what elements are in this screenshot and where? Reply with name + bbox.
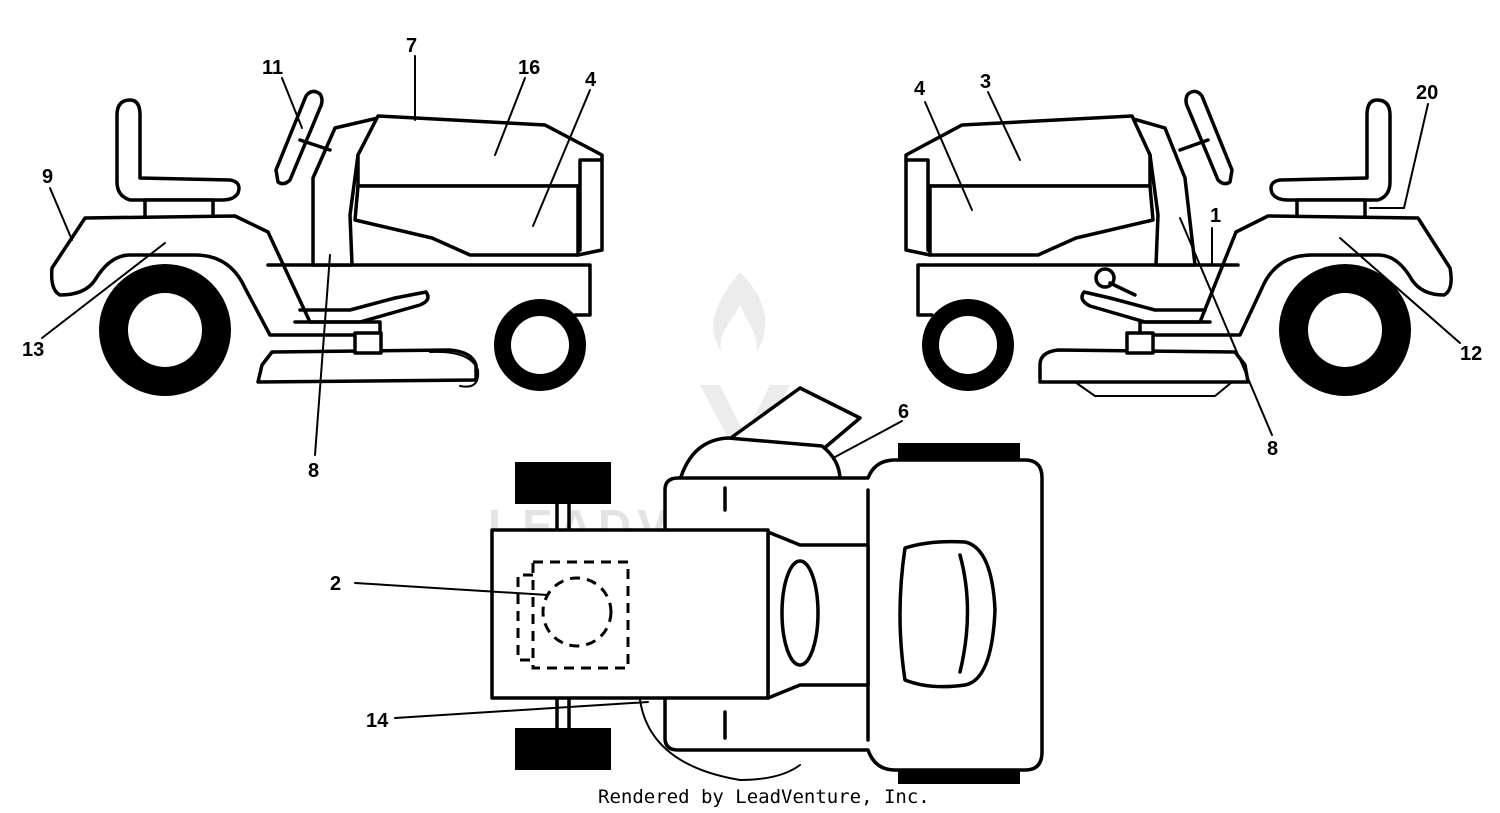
leader-20 (1369, 103, 1429, 209)
hood-top (490, 528, 770, 700)
lift-lever (1108, 281, 1137, 297)
top-view (490, 386, 1044, 784)
steering-wheel-right (1184, 89, 1234, 186)
leader-9 (49, 187, 73, 241)
frame-right (916, 263, 1240, 317)
watermark-v-icon (700, 385, 790, 470)
callout-7: 7 (406, 35, 417, 57)
front-tire-top-upper (515, 462, 611, 504)
deck-hanger-right (1125, 331, 1155, 355)
steering-wheel-top (780, 559, 820, 667)
deck-lower-arc-top (639, 699, 801, 782)
callout-20: 20 (1416, 82, 1438, 104)
rear-hub-left (128, 293, 202, 367)
front-axle-top (555, 502, 571, 730)
dash-tower-right (1128, 116, 1197, 267)
leader-4b (924, 101, 973, 211)
leader-2 (354, 582, 549, 596)
leader-16 (494, 77, 526, 156)
callout-3: 3 (980, 71, 991, 93)
seat-right (1269, 98, 1392, 202)
callout-4a: 4 (585, 69, 597, 91)
callout-12: 12 (1460, 343, 1482, 365)
callout-6: 6 (898, 401, 909, 423)
watermark-flame-icon (713, 272, 766, 352)
leader-8a (314, 254, 331, 456)
deck-hanger-left (353, 331, 383, 355)
callout-9: 9 (42, 166, 53, 188)
callout-1: 1 (1210, 205, 1221, 227)
callout-13: 13 (22, 339, 44, 361)
decal-outline-offset (516, 573, 533, 662)
mower-deck-top (678, 436, 842, 482)
leader-13 (41, 242, 166, 339)
front-tire-top-lower (515, 728, 611, 770)
seat-left (115, 98, 241, 202)
deck-skirt-right (1074, 381, 1233, 397)
leader-14 (394, 701, 649, 719)
front-hub-left (511, 316, 569, 374)
steering-column-right (1178, 138, 1210, 152)
steering-column-left (298, 138, 332, 152)
render-credit: Rendered by LeadVenture, Inc. (598, 786, 930, 808)
mower-deck-right (1038, 348, 1250, 384)
foot-deck-left (293, 290, 430, 324)
leader-12 (1339, 237, 1461, 344)
callout-11: 11 (262, 57, 283, 79)
callout-2: 2 (330, 573, 341, 595)
leader-11 (281, 77, 303, 129)
leader-3 (987, 91, 1021, 161)
dash-tower-left (311, 116, 380, 267)
callout-4b: 4 (914, 78, 926, 100)
seat-back-top (958, 553, 970, 674)
foot-deck-right (1080, 290, 1212, 324)
callout-16: 16 (518, 57, 540, 79)
callouts: 7 11 16 4 9 13 8 4 3 20 1 8 12 6 2 14 (22, 35, 1482, 732)
leader-6 (834, 420, 903, 458)
rear-tire-top-upper (898, 443, 1020, 463)
callout-8a: 8 (308, 460, 319, 482)
leader-4a (532, 89, 591, 227)
hood-grille-right (904, 158, 930, 252)
leader-8b (1179, 217, 1273, 436)
mower-deck-left (256, 348, 478, 384)
steering-wheel-left (274, 89, 324, 186)
decal-outline-circle (541, 576, 613, 648)
rear-fender-left (49, 214, 382, 337)
right-side-view (904, 89, 1453, 397)
front-hub-right (939, 316, 997, 374)
seat-top (898, 539, 997, 689)
hood-grille-left (578, 158, 604, 252)
decal-outline-square (531, 560, 630, 670)
hood-side-right (928, 184, 1155, 257)
frame-left (266, 263, 592, 317)
discharge-chute-left (429, 350, 480, 388)
callout-14: 14 (366, 710, 389, 732)
rear-hub-right (1308, 293, 1382, 367)
callout-8b: 8 (1267, 438, 1278, 460)
leader-lines (41, 55, 1461, 719)
left-side-view (49, 89, 604, 396)
hood-side-left (353, 184, 580, 257)
